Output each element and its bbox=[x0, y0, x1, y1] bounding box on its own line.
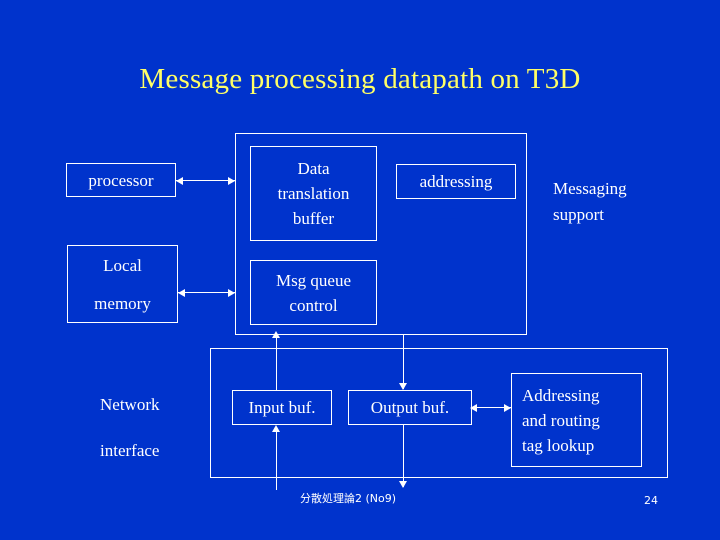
connector-routing-arrowhead-right bbox=[504, 404, 511, 412]
addressing-label: addressing bbox=[419, 172, 493, 191]
msg-queue-control-box[interactable]: Msg queue control bbox=[250, 260, 377, 325]
connector-local-memory-arrowhead-left bbox=[178, 289, 185, 297]
processor-box[interactable]: processor bbox=[66, 163, 176, 197]
connector-network-to-input-buffer-line bbox=[276, 428, 277, 490]
page-title: Message processing datapath on T3D bbox=[139, 63, 581, 95]
connector-routing-arrowhead-left bbox=[470, 404, 477, 412]
msg-queue-control-label: Msg queue control bbox=[275, 270, 352, 315]
network-interface-label-line1: Network bbox=[100, 395, 160, 414]
connector-processor-arrowhead-right bbox=[228, 177, 235, 185]
data-translation-buffer-box[interactable]: Data translation buffer bbox=[250, 146, 377, 241]
connector-messaging-to-output-buffer-line bbox=[403, 335, 404, 389]
messaging-support-label-line1: Messaging bbox=[553, 179, 627, 198]
data-translation-buffer-label: Data translation buffer bbox=[277, 159, 350, 228]
local-memory-box[interactable]: Local memory bbox=[67, 245, 178, 323]
messaging-support-label-line2: support bbox=[553, 205, 604, 224]
addressing-box[interactable]: addressing bbox=[396, 164, 516, 199]
connector-processor-to-messaging-line bbox=[176, 180, 235, 181]
connector-output-buffer-to-network-line bbox=[403, 425, 404, 487]
local-memory-label-line1: Local bbox=[103, 255, 142, 275]
connector-processor-arrowhead-left bbox=[176, 177, 183, 185]
connector-input-buffer-to-messaging-line bbox=[276, 334, 277, 391]
footer-note: 分散処理論2 (No9) bbox=[300, 492, 397, 505]
connector-input-buffer-arrowhead-up bbox=[272, 331, 280, 338]
output-buffer-label: Output buf. bbox=[370, 398, 450, 417]
connector-routing-to-output-buffer-line bbox=[472, 407, 511, 408]
connector-output-network-arrowhead-down bbox=[399, 481, 407, 488]
local-memory-label-line2: memory bbox=[94, 293, 151, 313]
addressing-routing-tag-lookup-box[interactable]: Addressing and routing tag lookup bbox=[511, 373, 642, 467]
connector-network-input-arrowhead-up bbox=[272, 425, 280, 432]
output-buffer-box[interactable]: Output buf. bbox=[348, 390, 472, 425]
messaging-support-label: Messaging support bbox=[553, 176, 683, 228]
connector-local-memory-arrowhead-right bbox=[228, 289, 235, 297]
network-interface-group-frame bbox=[210, 348, 668, 478]
addressing-routing-tag-lookup-label: Addressing and routing tag lookup bbox=[522, 385, 600, 455]
input-buffer-label: Input buf. bbox=[248, 398, 316, 417]
input-buffer-box[interactable]: Input buf. bbox=[232, 390, 332, 425]
network-interface-label: Network interface bbox=[100, 392, 220, 464]
messaging-support-group-frame bbox=[235, 133, 527, 335]
processor-label: processor bbox=[88, 170, 154, 190]
network-interface-label-line2: interface bbox=[100, 441, 160, 460]
footer-page-number: 24 bbox=[644, 494, 658, 507]
connector-local-memory-to-messaging-line bbox=[178, 292, 235, 293]
connector-output-buffer-arrowhead-down bbox=[399, 383, 407, 390]
